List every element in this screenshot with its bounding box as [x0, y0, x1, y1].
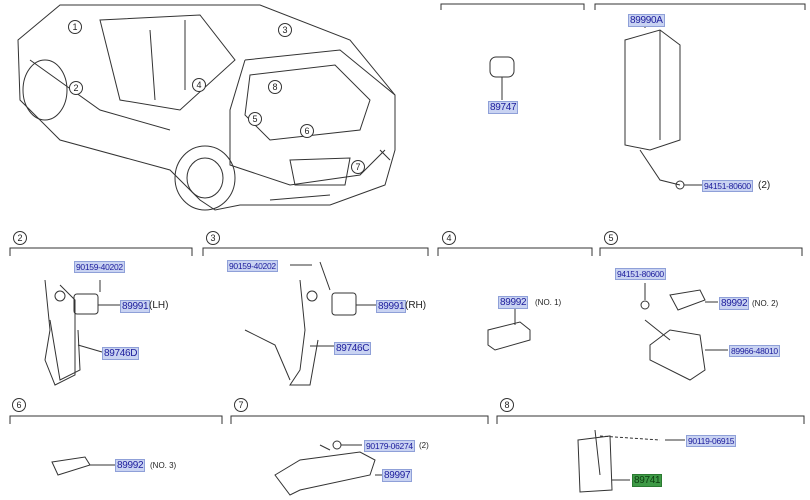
- part-94151-80600-label[interactable]: 94151-80600: [702, 180, 753, 192]
- section-8-number: 8: [500, 398, 514, 412]
- no3-suffix: (NO. 3): [150, 461, 177, 470]
- no1-suffix: (NO. 1): [535, 298, 562, 307]
- part-89991-lh-label[interactable]: 89991: [120, 300, 151, 313]
- callout-6[interactable]: 6: [300, 124, 314, 138]
- part-89997-label[interactable]: 89997: [382, 469, 413, 482]
- section-2-number: 2: [13, 231, 27, 245]
- part-89992-no3-label[interactable]: 89992: [115, 459, 146, 472]
- no2-suffix: (NO. 2): [752, 299, 779, 308]
- section-4-number: 4: [442, 231, 456, 245]
- part-89746d-label[interactable]: 89746D: [102, 347, 140, 360]
- vehicle-overview-drawing: [17, 4, 396, 211]
- callout-3[interactable]: 3: [278, 23, 292, 37]
- section-6-number: 6: [12, 398, 26, 412]
- section-5-number: 5: [604, 231, 618, 245]
- callout-5[interactable]: 5: [248, 112, 262, 126]
- part-90159-40202-label[interactable]: 90159-40202: [74, 261, 125, 273]
- callout-4[interactable]: 4: [192, 78, 206, 92]
- part-90159-40202-label[interactable]: 90159-40202: [227, 260, 278, 272]
- part-89991-rh-label[interactable]: 89991: [376, 300, 407, 313]
- part-89992-no1-label[interactable]: 89992: [498, 296, 529, 309]
- section-7-number: 7: [234, 398, 248, 412]
- part-89741-label-highlighted[interactable]: 89741: [632, 474, 663, 487]
- part-89747-label[interactable]: 89747: [488, 101, 519, 114]
- qty-suffix: (2): [758, 180, 771, 191]
- qty-suffix: (2): [419, 441, 429, 450]
- callout-1[interactable]: 1: [68, 20, 82, 34]
- rh-suffix: (RH): [405, 300, 427, 311]
- part-89990a-label[interactable]: 89990A: [628, 14, 665, 27]
- part-89992-no2-label[interactable]: 89992: [719, 297, 750, 310]
- part-90119-06915-label[interactable]: 90119-06915: [686, 435, 737, 447]
- part-94151-80600-label[interactable]: 94151-80600: [615, 268, 666, 280]
- callout-2[interactable]: 2: [69, 81, 83, 95]
- callout-8[interactable]: 8: [268, 80, 282, 94]
- part-89966-48010-label[interactable]: 89966-48010: [729, 345, 780, 357]
- part-90179-06274-label[interactable]: 90179-06274: [364, 440, 415, 452]
- section-3-number: 3: [206, 231, 220, 245]
- callout-7[interactable]: 7: [351, 160, 365, 174]
- lh-suffix: (LH): [149, 300, 169, 311]
- part-89746c-label[interactable]: 89746C: [334, 342, 372, 355]
